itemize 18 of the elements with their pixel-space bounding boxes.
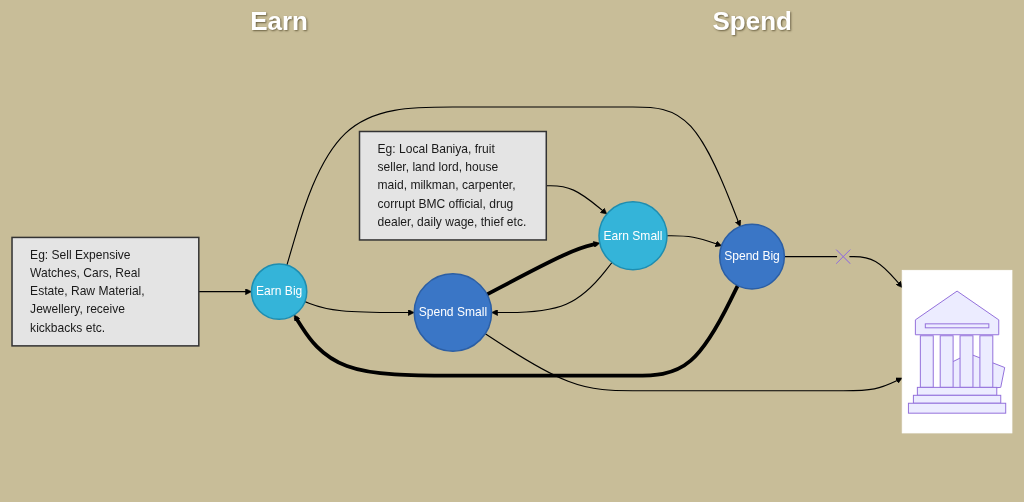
arrow bbox=[666, 235, 722, 247]
node-circle: Spend Big bbox=[718, 223, 786, 290]
node-box: Eg: Sell Expensive Watches, Cars, Real Estate, Raw Material, Jewellery, receive kickbacks etc. bbox=[11, 236, 200, 347]
arrow bbox=[491, 261, 613, 316]
arrow bbox=[304, 301, 415, 316]
column-heading: Earn bbox=[250, 6, 308, 37]
arrow bbox=[486, 241, 601, 297]
arrow bbox=[198, 288, 252, 295]
arrow bbox=[484, 333, 903, 392]
arrow bbox=[286, 106, 742, 266]
node-picture bbox=[901, 269, 1013, 434]
node-circle: Spend Small bbox=[413, 273, 493, 352]
arrow bbox=[848, 256, 903, 288]
arrow bbox=[293, 284, 740, 378]
node-circle: Earn Big bbox=[250, 263, 308, 321]
node-box: Eg: Local Baniya, fruit seller, land lord, house maid, milkman, carpenter, corrupt BMC official, drug dealer, daily wage, thief etc. bbox=[358, 130, 548, 241]
node-circle: Earn Small bbox=[598, 201, 668, 271]
column-heading: Spend bbox=[712, 6, 792, 37]
